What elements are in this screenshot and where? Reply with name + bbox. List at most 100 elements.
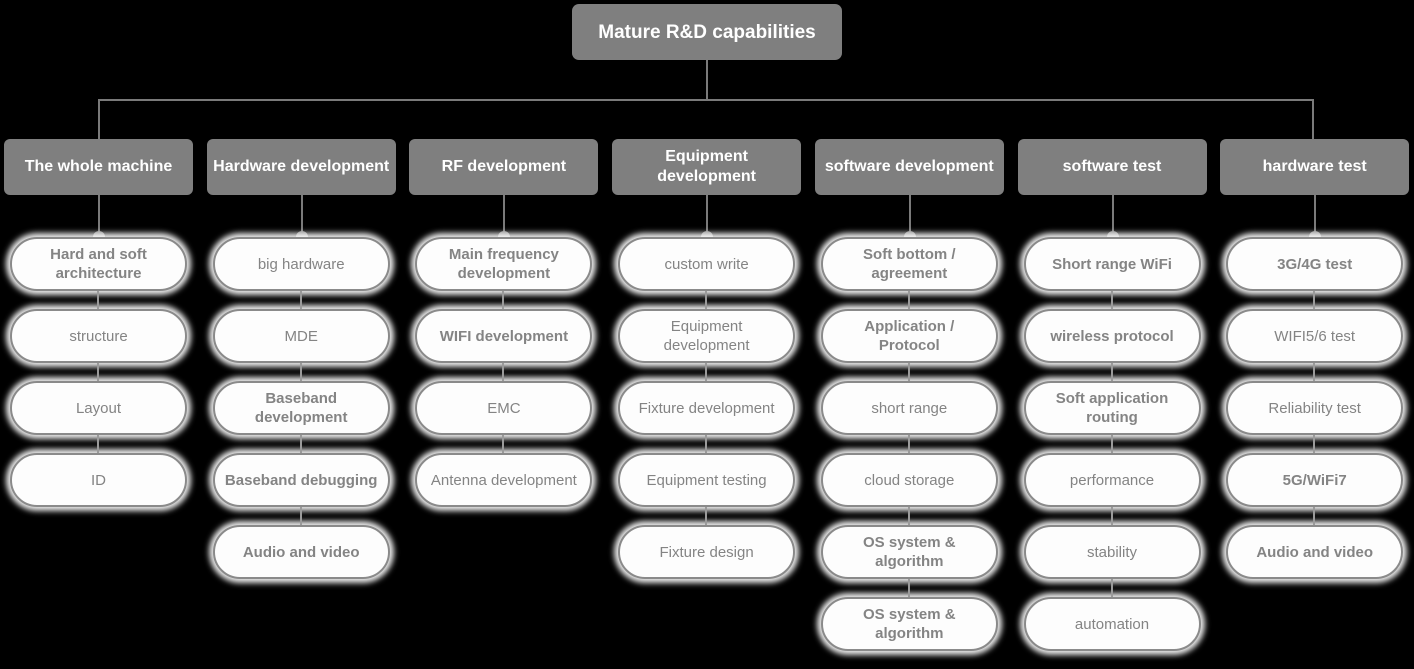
column-header[interactable]: software test: [1017, 139, 1207, 195]
item-connector-line: [1110, 435, 1113, 453]
capability-pill[interactable]: Layout: [10, 381, 187, 435]
capability-pill[interactable]: WIFI5/6 test: [1226, 309, 1404, 363]
capability-pill[interactable]: wireless protocol: [1023, 309, 1201, 363]
item-connector-line: [1313, 363, 1316, 381]
item-connector-line: [1313, 435, 1316, 453]
capability-pill[interactable]: Soft application routing: [1023, 381, 1201, 435]
list-item: OS system & algorithm: [815, 597, 1004, 669]
capability-pill[interactable]: OS system & algorithm: [820, 597, 998, 651]
list-item: 5G/WiFi7: [1220, 453, 1409, 525]
column-header[interactable]: software development: [814, 139, 1004, 195]
branch-drop-right: [1312, 99, 1314, 139]
list-item: Baseband development: [207, 381, 396, 453]
capability-pill[interactable]: custom write: [618, 237, 796, 291]
capability-pill[interactable]: Equipment testing: [618, 453, 796, 507]
column-stem-line: [98, 195, 100, 237]
list-item: MDE: [207, 309, 396, 381]
item-connector-line: [299, 291, 302, 309]
capability-pill[interactable]: Hard and soft architecture: [10, 237, 187, 291]
list-item: Soft bottom / agreement: [815, 237, 1004, 309]
capability-pill[interactable]: structure: [10, 309, 187, 363]
list-item: Fixture development: [612, 381, 801, 453]
item-connector-line: [299, 435, 302, 453]
root-node[interactable]: Mature R&D capabilities: [572, 4, 842, 60]
capability-pill[interactable]: Soft bottom / agreement: [820, 237, 998, 291]
capability-pill[interactable]: short range: [820, 381, 998, 435]
item-connector-line: [907, 291, 910, 309]
capability-pill[interactable]: Fixture design: [618, 525, 796, 579]
item-connector-line: [97, 363, 99, 381]
item-connector-line: [705, 507, 708, 525]
capability-pill[interactable]: Audio and video: [212, 525, 390, 579]
list-item: Equipment development: [612, 309, 801, 381]
item-connector-line: [1110, 507, 1113, 525]
item-connector-line: [705, 291, 708, 309]
capability-pill[interactable]: Baseband development: [212, 381, 390, 435]
list-item: custom write: [612, 237, 801, 309]
list-item: Antenna development: [409, 453, 598, 525]
column-header[interactable]: Hardware development: [206, 139, 396, 195]
capability-pill[interactable]: Short range WiFi: [1023, 237, 1201, 291]
column-stem-line: [300, 195, 303, 237]
item-connector-line: [97, 291, 99, 309]
list-item: Audio and video: [1220, 525, 1409, 597]
list-item: EMC: [409, 381, 598, 453]
capability-pill[interactable]: ID: [10, 453, 187, 507]
list-item: short range: [815, 381, 1004, 453]
capability-pill[interactable]: cloud storage: [820, 453, 998, 507]
capability-pill[interactable]: Equipment development: [618, 309, 796, 363]
capability-pill[interactable]: MDE: [212, 309, 390, 363]
list-item: structure: [4, 309, 193, 381]
capability-pill[interactable]: Fixture development: [618, 381, 796, 435]
item-connector-line: [299, 363, 302, 381]
capability-pill[interactable]: automation: [1023, 597, 1201, 651]
item-connector-line: [97, 435, 99, 453]
item-connector-line: [502, 291, 505, 309]
capability-pill[interactable]: Application / Protocol: [820, 309, 998, 363]
capability-pill[interactable]: Reliability test: [1226, 381, 1404, 435]
column-header[interactable]: The whole machine: [4, 139, 193, 195]
list-item: performance: [1018, 453, 1207, 525]
list-item: OS system & algorithm: [815, 525, 1004, 597]
list-item: Short range WiFi: [1018, 237, 1207, 309]
capability-pill[interactable]: OS system & algorithm: [820, 525, 998, 579]
root-trunk-line: [706, 60, 708, 100]
capability-pill[interactable]: EMC: [415, 381, 593, 435]
list-item: Layout: [4, 381, 193, 453]
list-item: Baseband debugging: [207, 453, 396, 525]
capability-pill[interactable]: Baseband debugging: [212, 453, 390, 507]
capability-pill[interactable]: stability: [1023, 525, 1201, 579]
column-stem-line: [503, 195, 506, 237]
item-connector-line: [502, 435, 505, 453]
capability-pill[interactable]: Main frequency development: [415, 237, 593, 291]
capability-pill[interactable]: 3G/4G test: [1226, 237, 1404, 291]
list-item: Equipment testing: [612, 453, 801, 525]
capability-pill[interactable]: 5G/WiFi7: [1226, 453, 1404, 507]
capability-pill[interactable]: WIFI development: [415, 309, 593, 363]
capability-pill[interactable]: Antenna development: [415, 453, 593, 507]
column-stem-line: [1314, 195, 1317, 237]
column-header[interactable]: RF development: [409, 139, 599, 195]
capability-pill[interactable]: performance: [1023, 453, 1201, 507]
list-item: stability: [1018, 525, 1207, 597]
column-stem-line: [1111, 195, 1114, 237]
list-item: Reliability test: [1220, 381, 1409, 453]
item-connector-line: [907, 363, 910, 381]
list-item: big hardware: [207, 237, 396, 309]
capability-pill[interactable]: big hardware: [212, 237, 390, 291]
column-header[interactable]: Equipment development: [612, 139, 802, 195]
list-item: automation: [1018, 597, 1207, 669]
capability-pill[interactable]: Audio and video: [1226, 525, 1404, 579]
column-header[interactable]: hardware test: [1220, 139, 1410, 195]
list-item: Application / Protocol: [815, 309, 1004, 381]
